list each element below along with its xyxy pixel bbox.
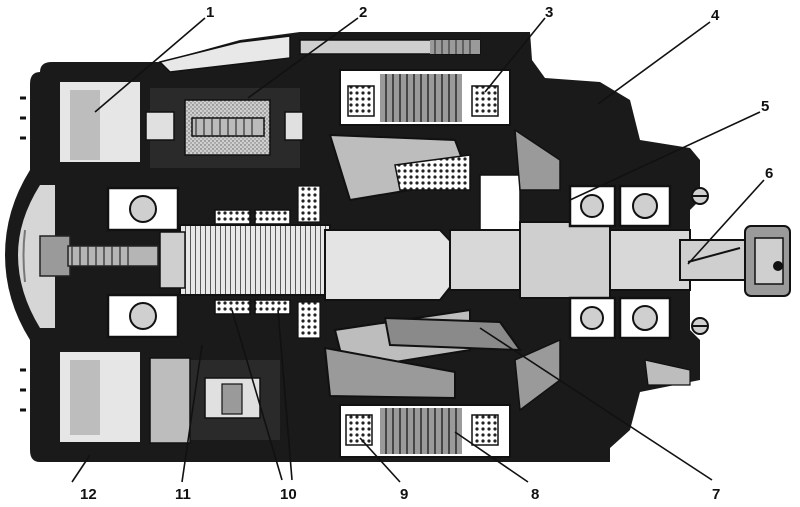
- leader-5: [569, 111, 761, 201]
- leader-4: [597, 21, 711, 105]
- callout-10: 10: [280, 486, 297, 503]
- stator-bottom: [339, 404, 511, 458]
- brush-holder: [145, 88, 304, 168]
- stator-top: [339, 69, 511, 126]
- callout-12: 12: [80, 486, 97, 503]
- leader-6: [687, 179, 765, 265]
- leader-10a: [231, 309, 283, 481]
- leader-12: [71, 454, 91, 483]
- leader-2: [247, 17, 359, 99]
- callout-5: 5: [761, 98, 769, 115]
- leader-9: [359, 437, 401, 483]
- callout-2: 2: [359, 4, 367, 21]
- callout-4: 4: [711, 7, 720, 24]
- bearing-left: [106, 186, 180, 339]
- rectifier-block: [149, 357, 280, 444]
- main-shaft: [449, 221, 746, 299]
- callout-3: 3: [545, 4, 553, 21]
- front-dome: [18, 185, 71, 328]
- leader-11: [181, 344, 203, 483]
- callout-labels: 1 2 3 4 5 6 7 8 9 10 11 12: [80, 4, 773, 503]
- slip-rings: [214, 185, 321, 339]
- leader-3: [484, 17, 546, 93]
- callout-9: 9: [400, 486, 408, 503]
- bearing-right: [568, 184, 672, 340]
- end-bolt: [67, 245, 159, 267]
- cooling-ribs: [20, 96, 26, 412]
- through-bolt: [158, 35, 481, 73]
- shaft-nut: [744, 225, 791, 297]
- cover-screws: [691, 187, 709, 335]
- callout-8: 8: [531, 486, 539, 503]
- leader-lines: [71, 17, 765, 483]
- callout-6: 6: [765, 165, 773, 182]
- callout-11: 11: [175, 486, 191, 503]
- callout-1: 1: [206, 4, 214, 21]
- leader-1: [94, 17, 206, 113]
- leader-10b: [277, 309, 293, 481]
- leader-7: [479, 327, 713, 481]
- slip-ring-body: [159, 224, 331, 296]
- leader-8: [454, 431, 529, 483]
- callout-7: 7: [712, 486, 720, 503]
